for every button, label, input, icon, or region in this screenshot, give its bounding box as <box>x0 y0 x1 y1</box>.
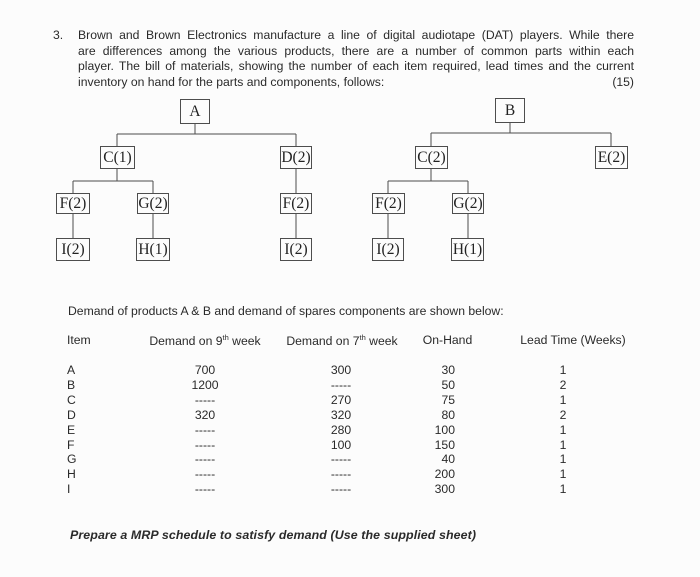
table-cell: I <box>67 482 71 497</box>
bom-node-a: A <box>180 99 210 124</box>
demand-7th-week-column: 300 ----- 270 320 280 100 ----- ----- --… <box>281 363 401 497</box>
on-hand-column: 30 50 75 80 100 150 40 200 300 <box>400 363 455 497</box>
table-cell: ----- <box>330 452 352 467</box>
bom-node-b-i2: I(2) <box>372 238 404 261</box>
table-cell: F <box>67 437 75 452</box>
table-cell: ----- <box>194 467 216 482</box>
on-hand-header: On-Hand <box>422 333 473 347</box>
table-cell: 700 <box>194 363 216 377</box>
marks-label: (15) <box>612 74 634 89</box>
table-cell: 50 <box>441 377 455 392</box>
table-cell: B <box>67 377 76 392</box>
problem-statement: Brown and Brown Electronics manufacture … <box>78 28 634 90</box>
bom-node-a-c1: C(1) <box>100 146 135 169</box>
bom-node-b: B <box>495 98 525 123</box>
table-cell: D <box>67 407 76 422</box>
table-cell: 150 <box>434 437 455 452</box>
bom-node-a-g2: G(2) <box>137 193 169 214</box>
table-cell: ----- <box>330 482 352 497</box>
table-cell: ----- <box>194 482 216 497</box>
table-cell: G <box>67 452 77 467</box>
table-cell: 1 <box>559 482 567 497</box>
table-cell: A <box>67 363 76 377</box>
table-cell: 1 <box>559 467 567 482</box>
table-cell: 2 <box>559 377 567 392</box>
bom-node-a-f2-right: F(2) <box>280 193 312 214</box>
bom-node-b-f2: F(2) <box>372 193 405 214</box>
table-cell: C <box>67 392 76 407</box>
table-cell: ----- <box>194 452 216 467</box>
lead-time-column: 1 2 1 2 1 1 1 1 1 <box>533 363 593 497</box>
table-cell: 80 <box>441 407 455 422</box>
table-cell: 300 <box>330 363 352 377</box>
table-cell: 200 <box>434 467 455 482</box>
bom-node-b-h1: H(1) <box>451 238 484 261</box>
demand-7th-week-header: Demand on 7th week <box>286 333 398 349</box>
bom-node-a-d2: D(2) <box>280 146 312 169</box>
bom-node-b-e2: E(2) <box>595 146 628 169</box>
table-cell: 75 <box>441 392 455 407</box>
table-cell: 2 <box>559 407 567 422</box>
table-cell: 270 <box>330 392 352 407</box>
bom-node-a-i2-left: I(2) <box>56 238 90 261</box>
item-column: A B C D E F G H I <box>67 363 76 497</box>
demand-note: Demand of products A & B and demand of s… <box>68 304 504 318</box>
question-number: 3. <box>53 28 64 42</box>
table-cell: 100 <box>330 437 352 452</box>
table-cell: ----- <box>194 437 216 452</box>
item-header: Item <box>67 333 91 347</box>
table-cell: 280 <box>330 422 352 437</box>
table-cell: ----- <box>194 422 216 437</box>
table-cell: 300 <box>434 482 455 497</box>
table-cell: 1 <box>559 392 567 407</box>
problem-line: player. The bill of materials, showing t… <box>78 59 634 73</box>
table-cell: 1 <box>559 437 567 452</box>
table-cell: 40 <box>441 452 455 467</box>
table-cell: ----- <box>330 377 352 392</box>
table-cell: 1200 <box>191 377 219 392</box>
demand-9th-week-header: Demand on 9th week <box>149 333 261 349</box>
table-cell: 1 <box>559 452 567 467</box>
bom-node-b-c2: C(2) <box>415 146 448 169</box>
bom-node-a-i2-right: I(2) <box>280 238 312 261</box>
bom-node-b-g2: G(2) <box>452 193 484 214</box>
problem-line: inventory on hand for the parts and comp… <box>78 75 634 91</box>
table-cell: 1 <box>559 422 567 437</box>
bom-node-a-h1: H(1) <box>136 238 170 261</box>
problem-line-text: inventory on hand for the parts and comp… <box>78 74 385 89</box>
table-cell: H <box>67 467 76 482</box>
bom-node-a-f2-left: F(2) <box>56 193 90 214</box>
problem-line: are differences among the various produc… <box>78 43 634 58</box>
lead-time-header: Lead Time (Weeks) <box>520 333 626 347</box>
problem-line: Brown and Brown Electronics manufacture … <box>78 28 634 42</box>
table-cell: 1 <box>559 363 567 377</box>
table-cell: 320 <box>194 407 216 422</box>
table-cell: 100 <box>434 422 455 437</box>
table-cell: E <box>67 422 76 437</box>
table-cell: ----- <box>330 467 352 482</box>
table-cell: 30 <box>441 363 455 377</box>
demand-9th-week-column: 700 1200 ----- 320 ----- ----- ----- ---… <box>145 363 265 497</box>
table-cell: 320 <box>330 407 352 422</box>
instruction-note: Prepare a MRP schedule to satisfy demand… <box>70 528 477 542</box>
table-cell: ----- <box>194 392 216 407</box>
